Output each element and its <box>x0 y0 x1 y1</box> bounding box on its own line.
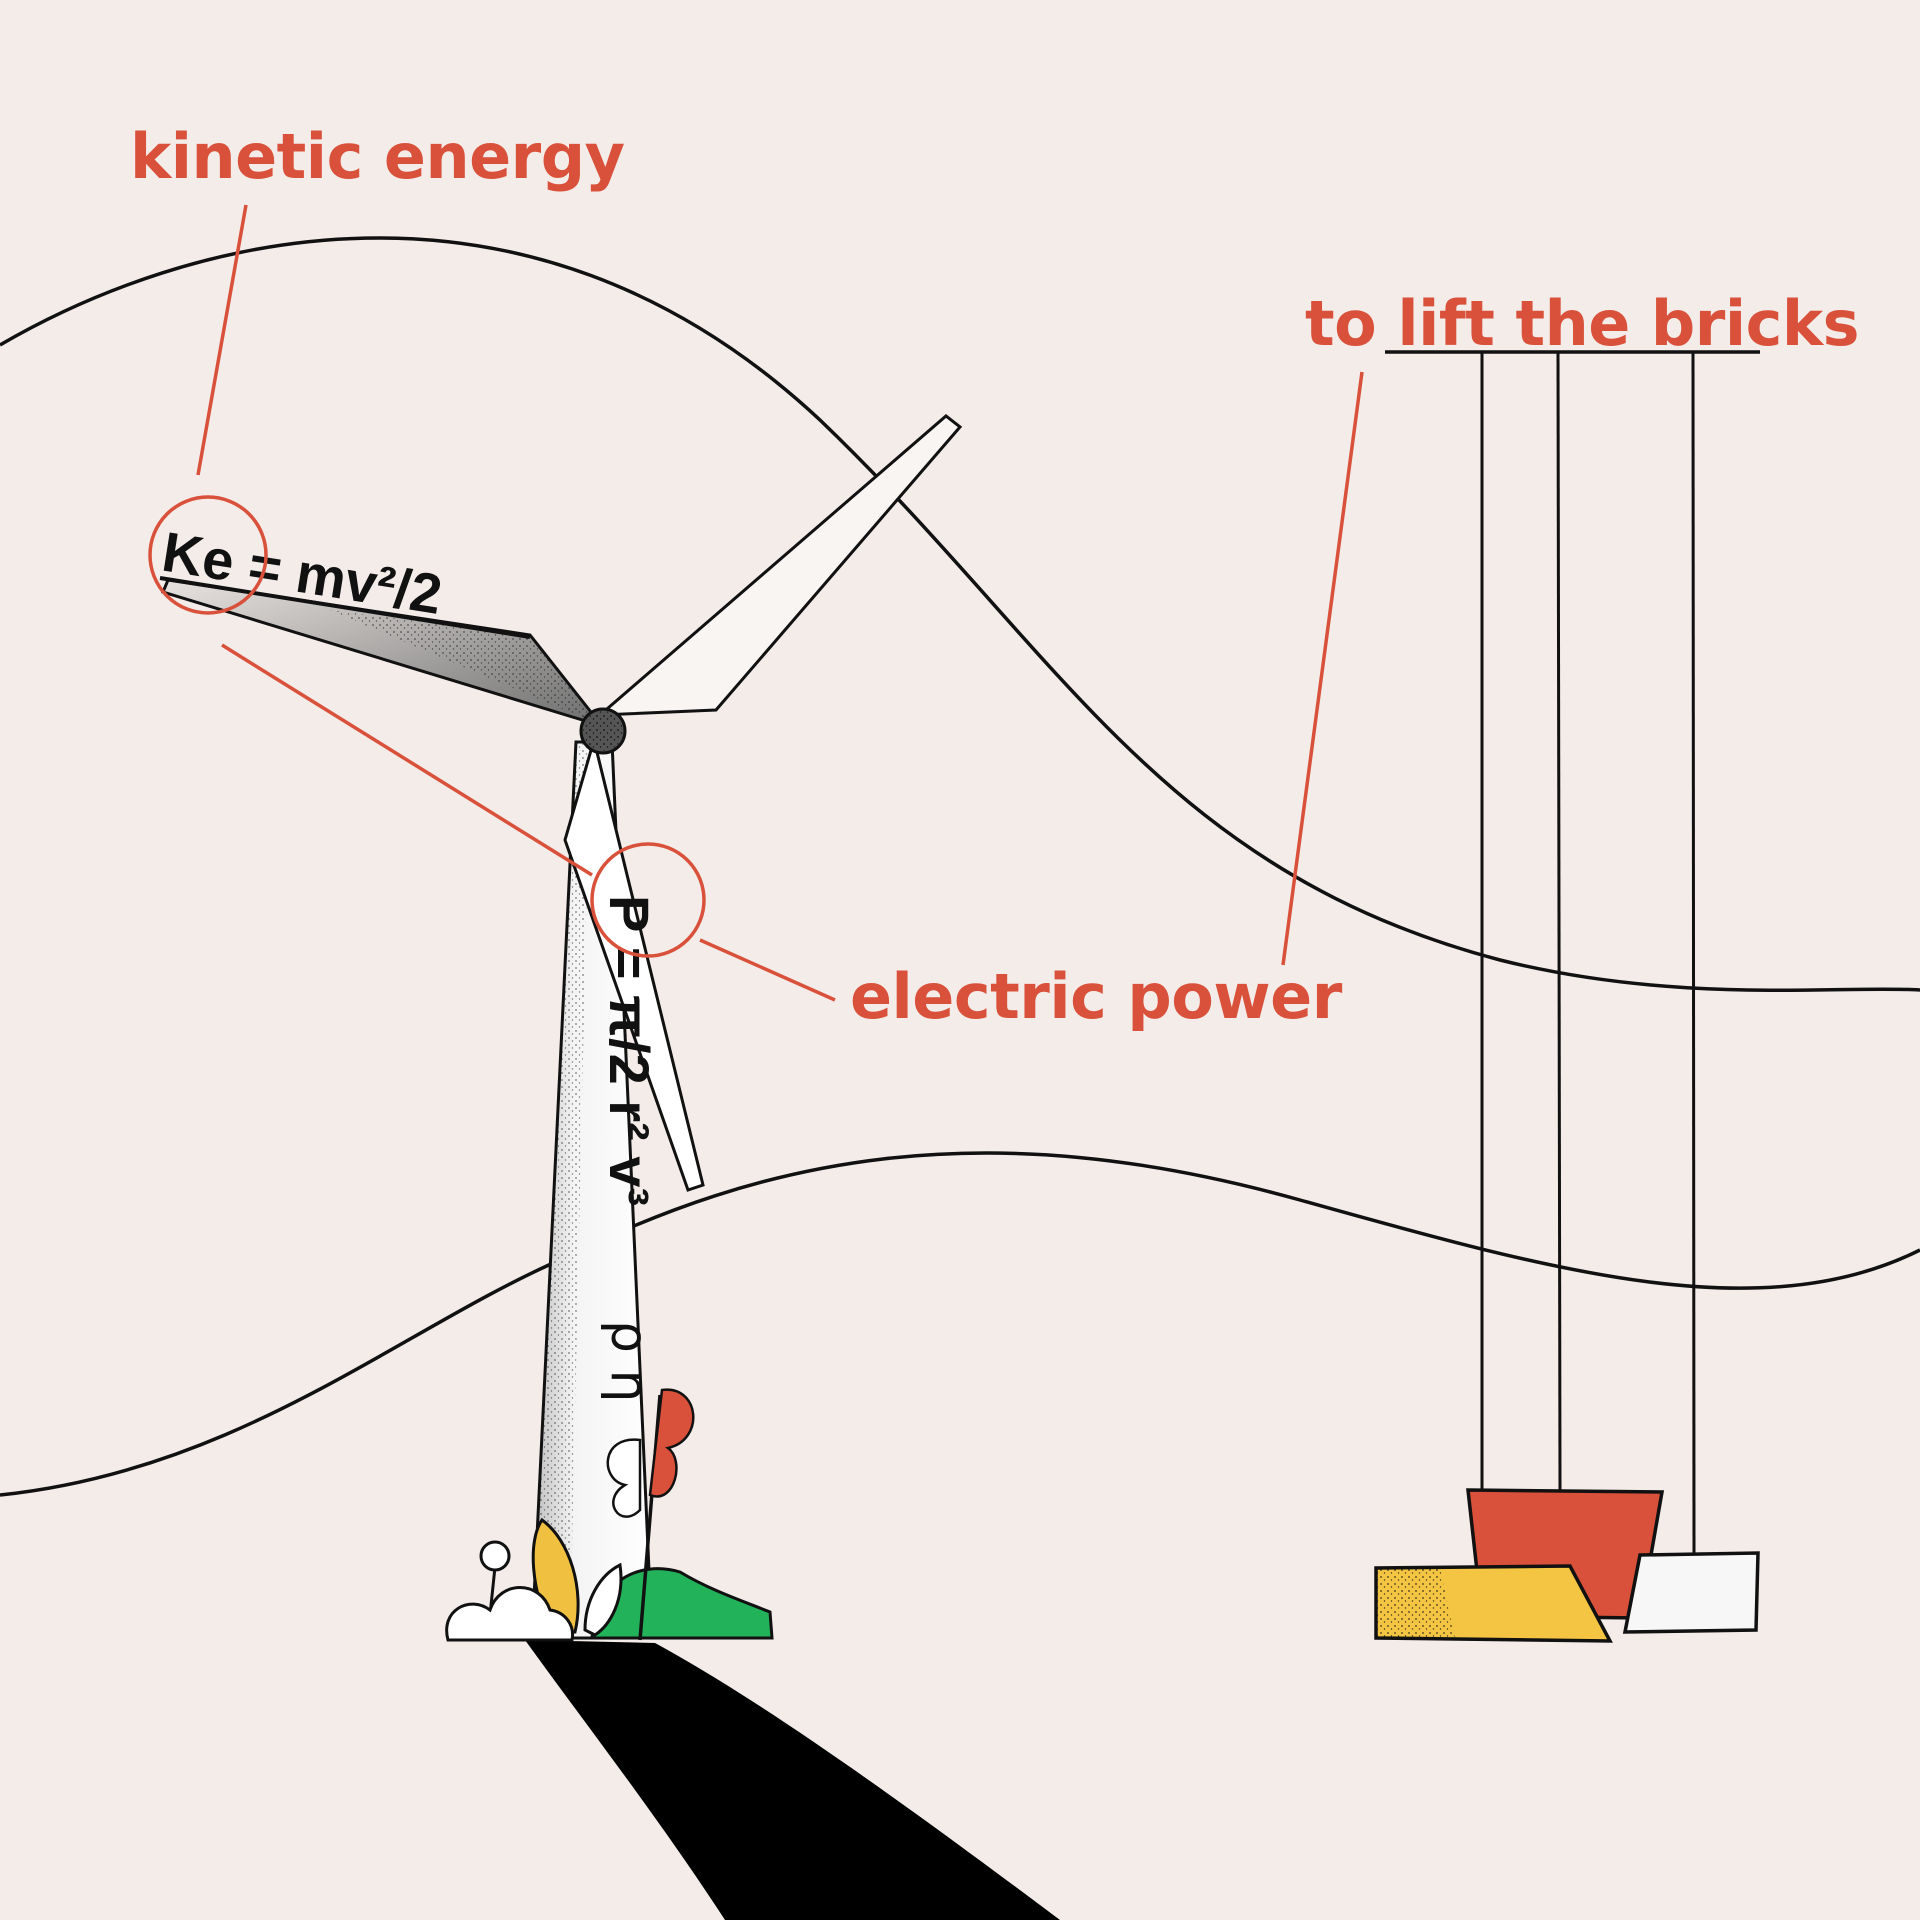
kinetic-energy-label: kinetic energy <box>130 120 625 193</box>
kinetic-highlight-circle <box>148 495 268 615</box>
tower-stipple <box>532 742 590 1638</box>
turbine-blade-left-stipple <box>330 610 602 726</box>
electric-power-formula-tail: ρ η <box>599 1320 659 1403</box>
lift-leader-line <box>1281 371 1364 966</box>
red-flower <box>648 1388 695 1498</box>
rope-right <box>1691 351 1696 1554</box>
kinetic-to-power-line <box>221 643 593 877</box>
kinetic-formula-underline <box>159 576 531 639</box>
electric-power-label: electric power <box>850 960 1343 1033</box>
power-highlight-circle <box>590 842 706 958</box>
lift-bricks-label: to lift the bricks <box>1305 287 1859 360</box>
wind-wave-upper <box>0 236 1920 993</box>
turbine-hub-stipple <box>583 711 623 751</box>
kinetic-leader-line <box>196 204 248 476</box>
flower-bud-left <box>479 1540 511 1572</box>
brick-yellow-stipple <box>1376 1568 1455 1638</box>
turbine-blade-upper <box>595 414 963 717</box>
white-leaf <box>583 1562 623 1637</box>
power-leader-line <box>699 938 836 1002</box>
wind-wave-lower <box>0 1151 1920 1497</box>
tower-shadow <box>525 1640 1060 1920</box>
brick-white <box>1622 1551 1760 1634</box>
turbine-blade-lower <box>563 734 705 1192</box>
white-flower <box>606 1438 642 1518</box>
white-bush <box>445 1586 575 1642</box>
electric-power-formula: P = π/2 r² v³ <box>598 895 661 1206</box>
rope-middle <box>1556 351 1562 1491</box>
